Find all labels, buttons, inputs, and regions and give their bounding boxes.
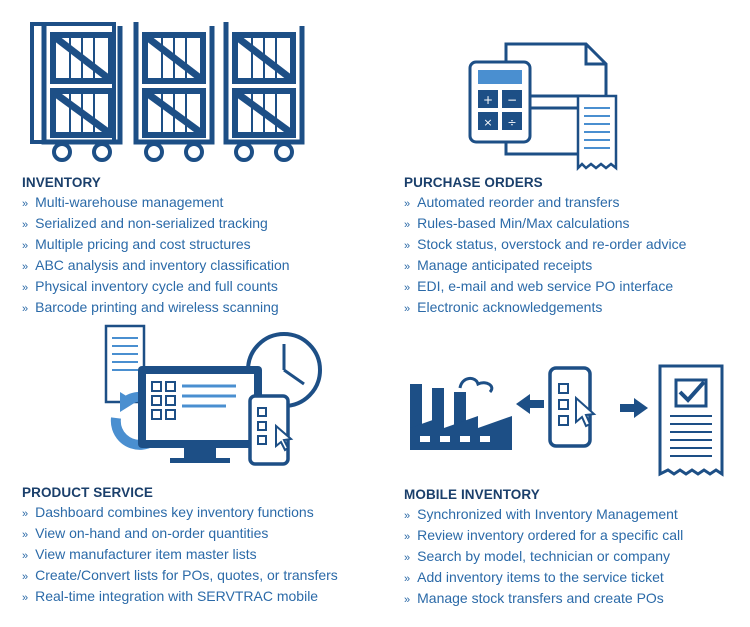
bullet-icon: » (22, 592, 29, 604)
section-title: PRODUCT SERVICE (22, 485, 154, 500)
list-item: »Dashboard combines key inventory functi… (22, 504, 314, 520)
list-item: »View on-hand and on-order quantities (22, 525, 269, 541)
bullet-icon: » (404, 552, 411, 564)
list-item: »Search by model, technician or company (404, 548, 671, 564)
bullet-icon: » (404, 240, 411, 252)
list-item: »Stock status, overstock and re-order ad… (404, 236, 687, 252)
bullet-icon: » (404, 594, 411, 606)
bullet-icon: » (404, 531, 411, 543)
list-item: »Physical inventory cycle and full count… (22, 278, 278, 294)
list-item: »Automated reorder and transfers (404, 194, 620, 210)
feature-list: »Dashboard combines key inventory functi… (22, 503, 338, 608)
purchase-orders-section: PURCHASE ORDERS »Automated reorder and t… (404, 175, 686, 319)
section-title: PURCHASE ORDERS (404, 175, 543, 190)
bullet-icon: » (22, 240, 29, 252)
list-item: »Manage stock transfers and create POs (404, 590, 664, 606)
bullet-icon: » (404, 510, 411, 522)
bullet-icon: » (404, 303, 411, 315)
svg-text:+: + (483, 93, 493, 107)
bullet-icon: » (22, 198, 29, 210)
feature-list: »Automated reorder and transfers »Rules-… (404, 193, 686, 319)
list-item: »EDI, e-mail and web service PO interfac… (404, 278, 674, 294)
svg-text:×: × (483, 116, 492, 129)
bullet-icon: » (404, 573, 411, 585)
list-item: »Rules-based Min/Max calculations (404, 215, 630, 231)
bullet-icon: » (22, 529, 29, 541)
dashboard-monitor-icon (86, 322, 326, 477)
list-item: »Electronic acknowledgements (404, 299, 603, 315)
svg-text:−: − (507, 93, 517, 107)
list-item: »Synchronized with Inventory Management (404, 506, 678, 522)
feature-list: »Synchronized with Inventory Management … (404, 505, 683, 610)
list-item: »ABC analysis and inventory classificati… (22, 257, 290, 273)
factory-phone-ticket-icon (404, 362, 724, 487)
inventory-section: INVENTORY »Multi-warehouse management »S… (22, 175, 290, 319)
bullet-icon: » (22, 282, 29, 294)
mobile-inventory-section: MOBILE INVENTORY »Synchronized with Inve… (404, 487, 683, 610)
bullet-icon: » (404, 219, 411, 231)
list-item: »Multiple pricing and cost structures (22, 236, 251, 252)
feature-list: »Multi-warehouse management »Serialized … (22, 193, 290, 319)
list-item: »Serialized and non-serialized tracking (22, 215, 268, 231)
list-item: »Manage anticipated receipts (404, 257, 593, 273)
bullet-icon: » (404, 261, 411, 273)
list-item: »Real-time integration with SERVTRAC mob… (22, 588, 319, 604)
warehouse-shelves-icon (20, 18, 320, 173)
bullet-icon: » (22, 303, 29, 315)
bullet-icon: » (22, 219, 29, 231)
list-item: »Create/Convert lists for POs, quotes, o… (22, 567, 338, 583)
list-item: »Multi-warehouse management (22, 194, 224, 210)
bullet-icon: » (22, 508, 29, 520)
bullet-icon: » (22, 571, 29, 583)
bullet-icon: » (22, 550, 29, 562)
section-title: MOBILE INVENTORY (404, 487, 540, 502)
list-item: »Add inventory items to the service tick… (404, 569, 664, 585)
section-title: INVENTORY (22, 175, 101, 190)
bullet-icon: » (404, 198, 411, 210)
svg-text:÷: ÷ (507, 116, 516, 129)
bullet-icon: » (22, 261, 29, 273)
list-item: »Review inventory ordered for a specific… (404, 527, 684, 543)
list-item: »Barcode printing and wireless scanning (22, 299, 279, 315)
calculator-documents-icon: + − × ÷ (466, 36, 646, 181)
product-service-section: PRODUCT SERVICE »Dashboard combines key … (22, 485, 338, 608)
list-item: »View manufacturer item master lists (22, 546, 257, 562)
bullet-icon: » (404, 282, 411, 294)
